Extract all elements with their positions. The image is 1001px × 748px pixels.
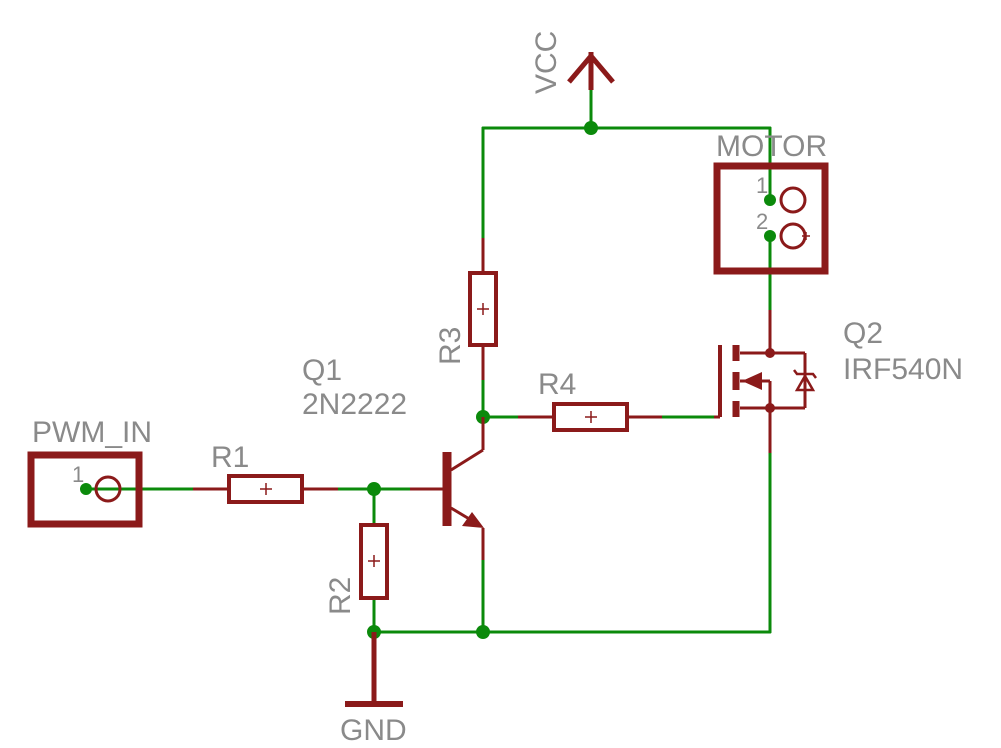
junction-motor-2 — [764, 230, 776, 242]
vcc-label: VCC — [530, 31, 563, 94]
q2-name-label: Q2 — [843, 317, 883, 350]
resistor-r2: R2 — [324, 523, 389, 615]
mosfet-q2: Q2 IRF540N — [714, 310, 963, 453]
junction-base — [367, 482, 381, 496]
vcc-supply-symbol: VCC — [530, 31, 615, 94]
motor-label: MOTOR — [716, 130, 827, 163]
r3-label: R3 — [434, 327, 467, 365]
r2-label: R2 — [324, 577, 357, 615]
pwm-pin1-number: 1 — [72, 462, 84, 487]
motor-pin1-number: 1 — [756, 173, 768, 198]
mosfet-drain-node — [765, 348, 775, 358]
r4-label: R4 — [538, 368, 576, 401]
junction-motor-1 — [764, 194, 776, 206]
resistor-r4: R4 — [518, 368, 662, 432]
junction-gnd-emitter — [476, 625, 490, 639]
motor-pin2-number: 2 — [756, 209, 768, 234]
q1-name-label: Q1 — [302, 354, 342, 387]
ground-symbol: GND — [340, 632, 407, 747]
pwm-in-label: PWM_IN — [32, 416, 152, 449]
q2-part-label: IRF540N — [843, 353, 963, 386]
gnd-label: GND — [340, 714, 407, 747]
junction-vcc — [584, 121, 598, 135]
transistor-q1: Q1 2N2222 — [302, 354, 485, 560]
motor-connector: 1 2 MOTOR — [713, 130, 829, 275]
r1-label: R1 — [211, 441, 249, 474]
junctions — [80, 121, 776, 639]
junction-pwm-pin — [80, 483, 92, 495]
resistor-r3: R3 — [434, 238, 498, 380]
q1-part-label: 2N2222 — [302, 388, 407, 421]
pwm-in-connector: 1 PWM_IN — [27, 416, 152, 528]
wires — [84, 88, 772, 670]
mosfet-source-node — [765, 403, 775, 413]
resistor-r1: R1 — [193, 441, 338, 504]
